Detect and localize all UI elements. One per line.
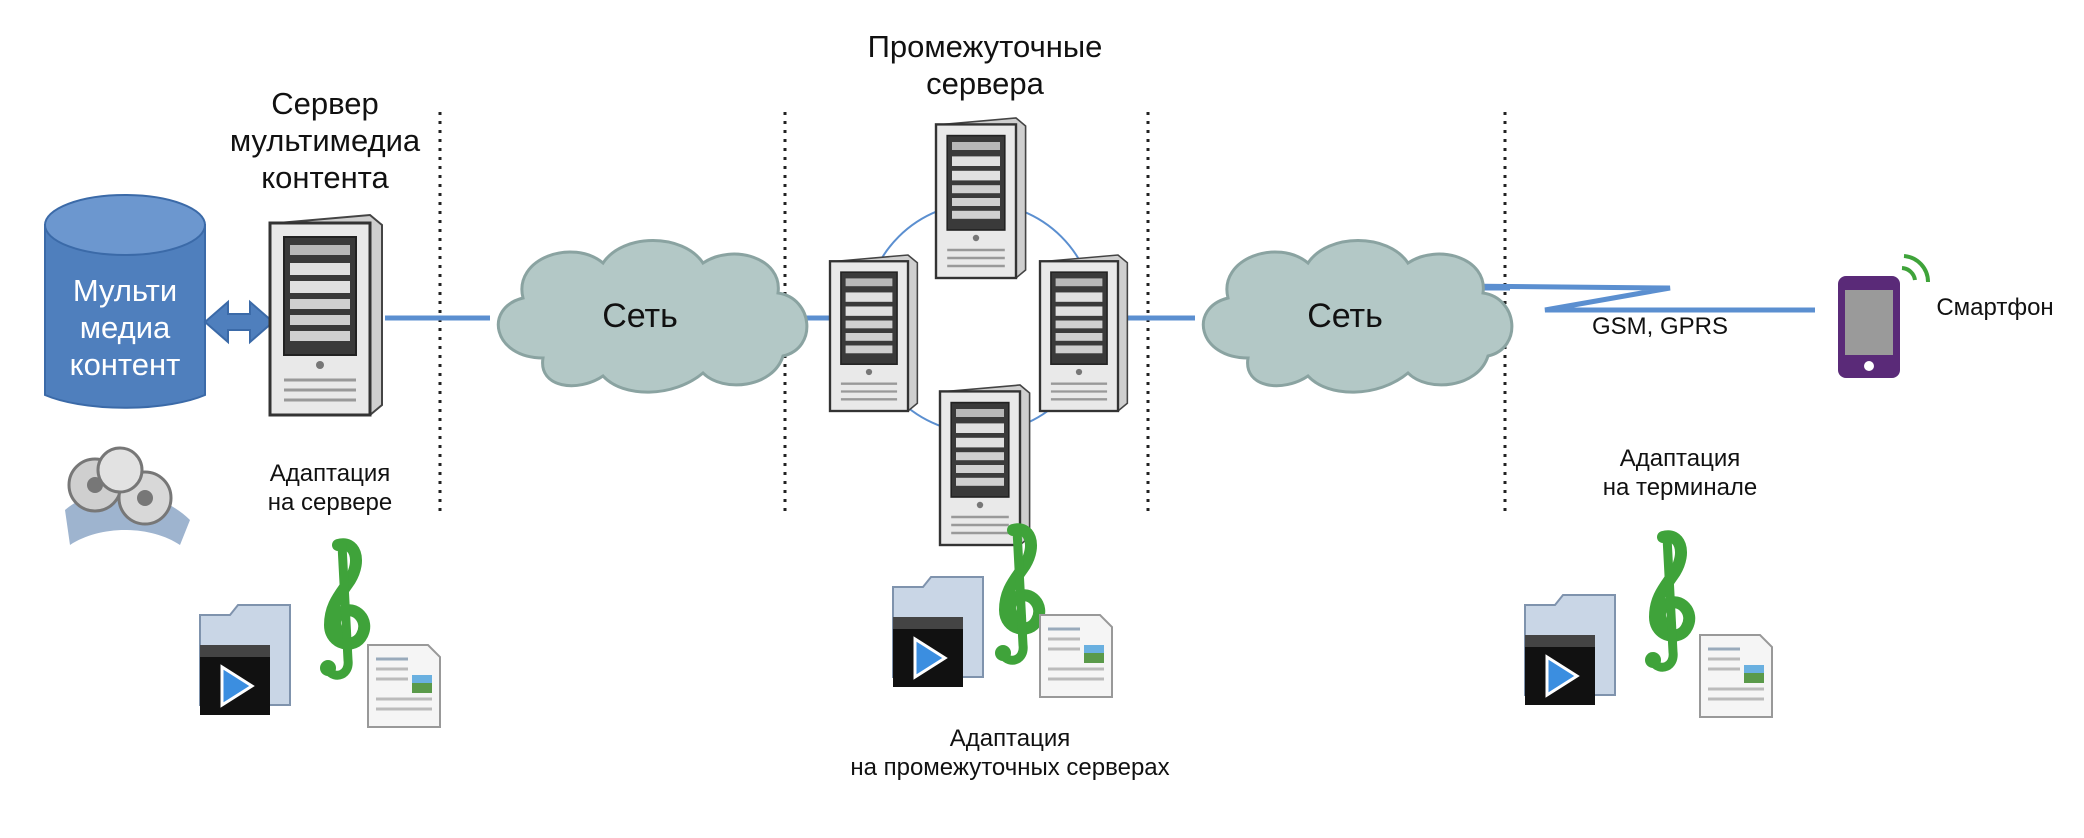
network-right-label: Сеть (1307, 297, 1383, 335)
film-reels-icon (65, 446, 190, 545)
media-icons-server (198, 544, 442, 729)
database-cylinder-icon (44, 194, 206, 409)
intermediate-server-right (1038, 253, 1129, 413)
adapt-server-label: Адаптация на сервере (267, 460, 393, 516)
double-arrow-icon (203, 299, 275, 345)
intermediate-server-top (934, 116, 1027, 280)
network-left-label: Сеть (602, 297, 678, 335)
smartphone-icon (1838, 254, 1931, 378)
gsm-link-line (1454, 283, 1815, 313)
smartphone-label: Смартфон (1936, 294, 2054, 321)
link-type-label: GSM, GPRS (1591, 313, 1729, 340)
intermediate-server-bottom (938, 383, 1031, 547)
media-content-label: Мульти медиа контент (69, 273, 181, 383)
content-server-icon (268, 213, 384, 417)
intermediate-server-left (828, 253, 919, 413)
adapt-terminal-label: Адаптация на терминале (1602, 445, 1758, 501)
content-server-label: Сервер мультимедиа контента (229, 86, 421, 196)
media-icons-intermediate (891, 529, 1114, 699)
adapt-intermediate-label: Адаптация на промежуточных серверах (850, 725, 1170, 781)
separators (438, 112, 1507, 515)
media-icons-terminal (1523, 536, 1774, 719)
intermediate-servers-label: Промежуточные сервера (867, 29, 1103, 102)
